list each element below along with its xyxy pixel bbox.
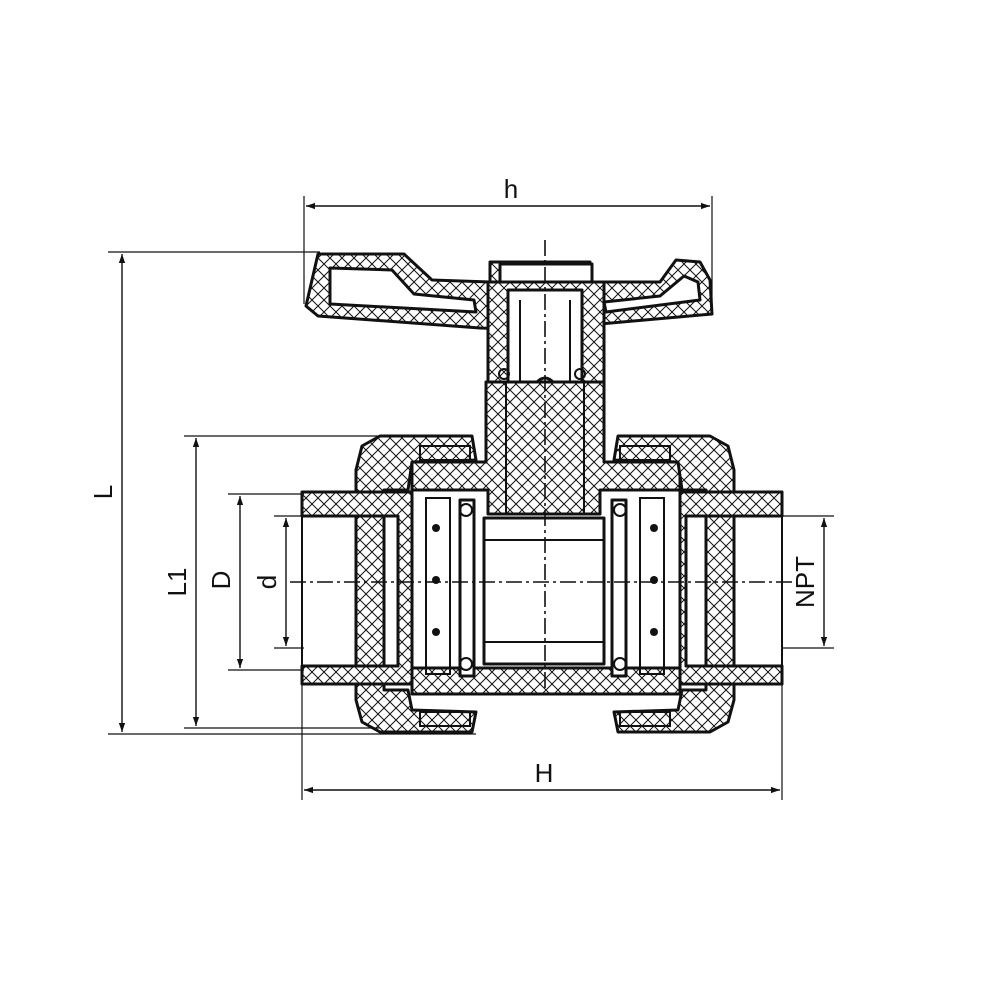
- union-nut-right: [612, 434, 736, 734]
- dimension-h: h: [303, 174, 713, 304]
- dimension-H: H: [301, 684, 783, 800]
- end-connector-left: [300, 490, 414, 686]
- dimension-NPT-label: NPT: [790, 556, 820, 608]
- dimension-L1-label: L1: [162, 568, 192, 597]
- dimension-d-label: d: [252, 575, 282, 589]
- valve-ball: [482, 516, 606, 666]
- handle-grip-recess-right: [602, 274, 702, 314]
- dimension-L1: L1: [162, 435, 380, 729]
- end-connector-right: [678, 490, 784, 686]
- handle-cap: [498, 262, 594, 284]
- dimension-D-label: D: [206, 571, 236, 590]
- dimension-L-label: L: [88, 485, 118, 499]
- dimension-NPT: NPT: [782, 515, 834, 649]
- dimension-h-label: h: [504, 174, 518, 204]
- dimension-d: d: [252, 515, 304, 649]
- dimension-L: L: [88, 251, 476, 735]
- seat-right: [610, 498, 628, 678]
- union-nut-left: [354, 434, 478, 734]
- handle-grip-recess-left: [328, 266, 478, 314]
- seat-left: [458, 498, 476, 678]
- dimension-H-label: H: [535, 758, 554, 788]
- dimension-D: D: [206, 493, 304, 671]
- valve-body: [410, 380, 682, 696]
